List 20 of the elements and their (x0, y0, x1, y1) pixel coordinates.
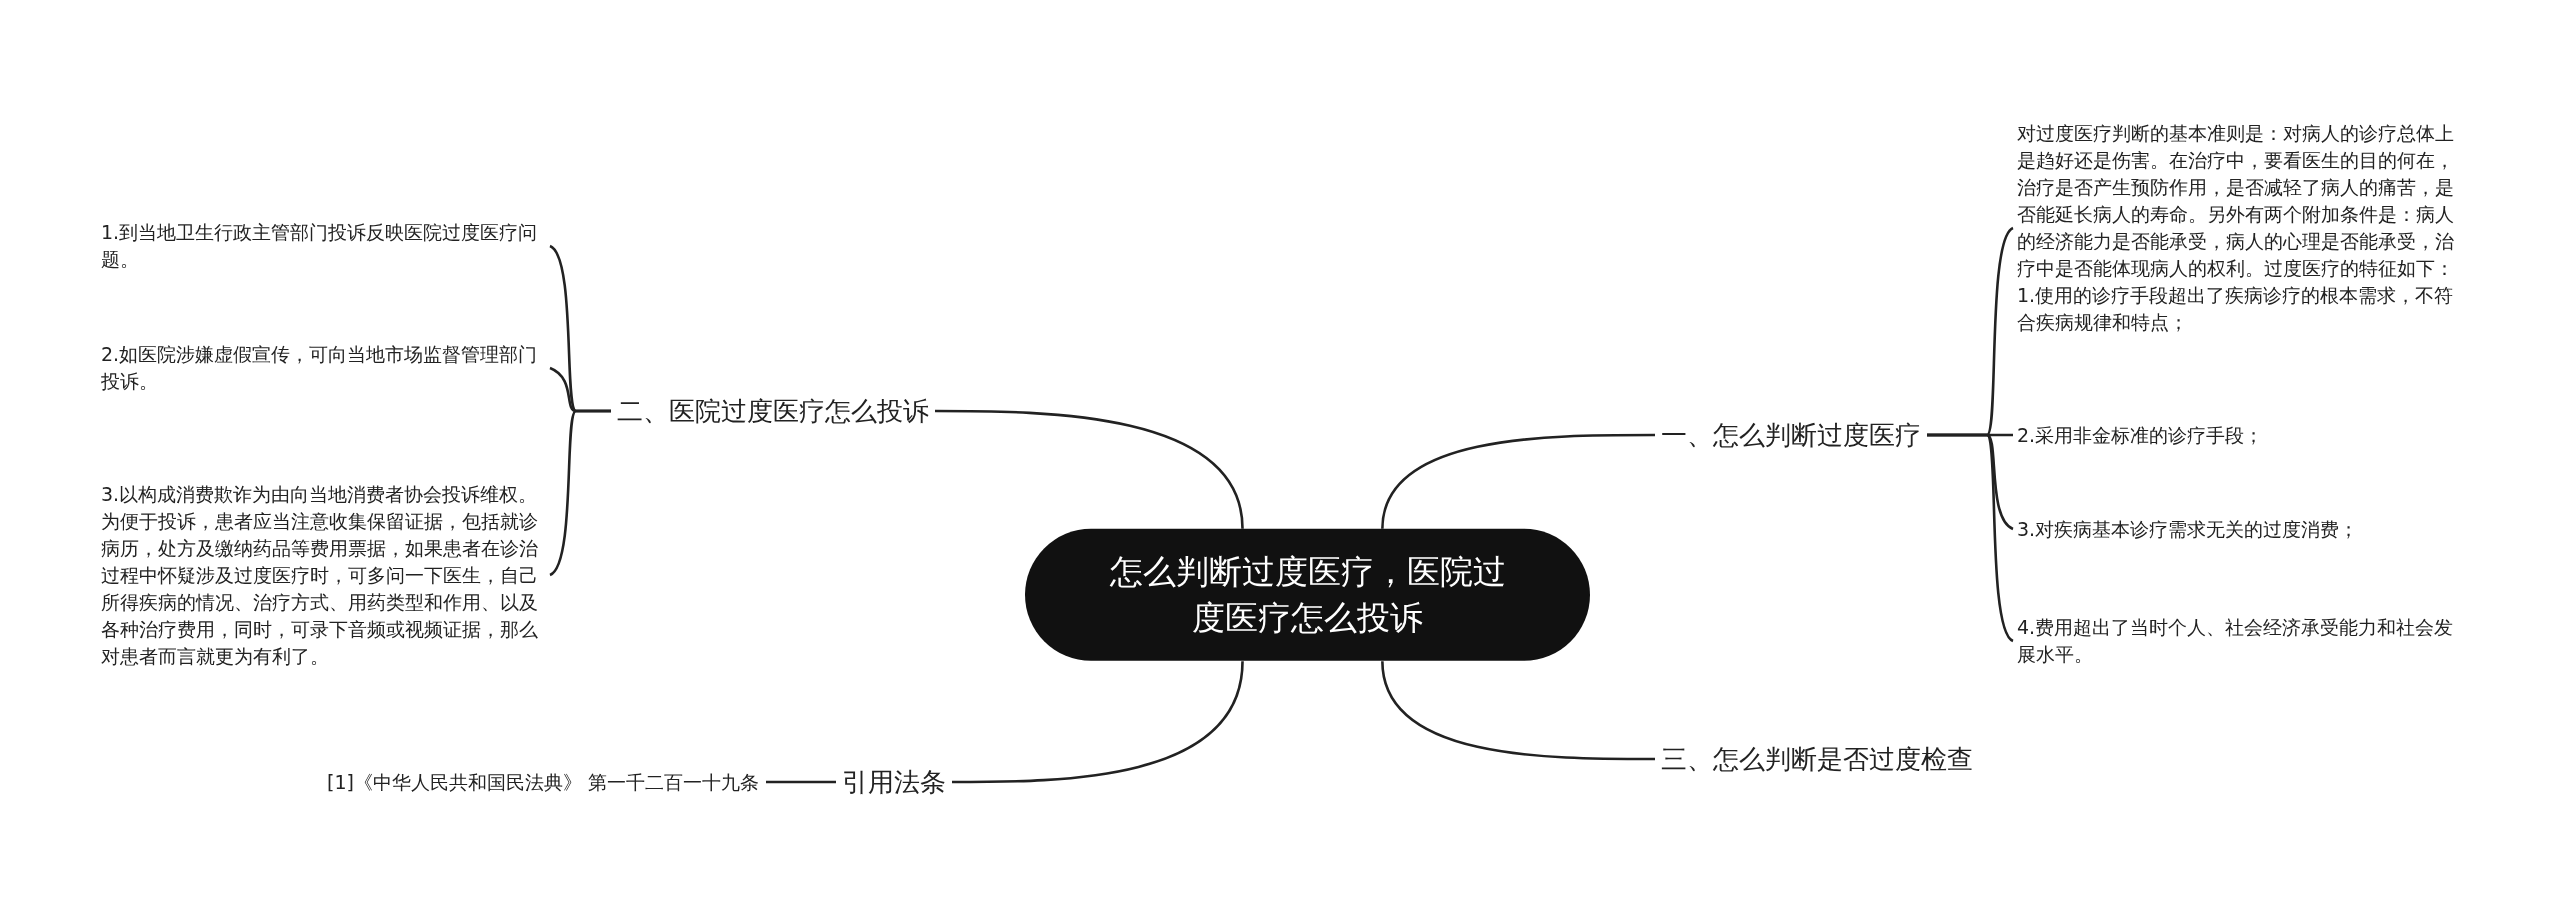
leaf-text: [1]《中华人民共和国民法典》 第一千二百一十九条 (327, 768, 762, 796)
leaf-text: 4.费用超出了当时个人、社会经济承受能力和社会发展水平。 (2017, 614, 2467, 668)
connector-line (1381, 433, 1655, 529)
central-topic: 怎么判断过度医疗，医院过度医疗怎么投诉 (1025, 528, 1590, 662)
leaf-text: 对过度医疗判断的基本准则是：对病人的诊疗总体上是趋好还是伤害。在治疗中，要看医生的目的何在，治疗是否产生预防作用，是否减轻了病人的痛苦，是否能延长病人的寿命。另外有两个附加条件是：病人的经济能力是否能承受，病人的心理是否能承受，治疗中是否能体现病人的权利。过度医疗的特征如下：1.使用的诊疗手段超出了疾病诊疗的根本需求，不符合疾病规律和特点； (2017, 120, 2467, 336)
branch-topic: 一、怎么判断过度医疗 (1655, 413, 1927, 457)
connector-line (766, 780, 836, 784)
branch-topic: 二、医院过度医疗怎么投诉 (611, 389, 935, 433)
leaf-text: 2.如医院涉嫌虚假宣传，可向当地市场监督管理部门投诉。 (101, 341, 546, 395)
connector-line (952, 661, 1244, 784)
leaf-text: 3.对疾病基本诊疗需求无关的过度消费； (2017, 515, 2467, 543)
leaf-text: 1.到当地卫生行政主管部门投诉反映医院过度医疗问题。 (101, 219, 546, 273)
connector-line (935, 409, 1244, 529)
branch-topic: 引用法条 (836, 760, 952, 804)
connector-line (1381, 661, 1655, 761)
connector-line (549, 409, 611, 576)
leaf-text: 3.以构成消费欺诈为由向当地消费者协会投诉维权。为便于投诉，患者应当注意收集保留证据，包括就诊病历，处方及缴纳药品等费用票据，如果患者在诊治过程中怀疑涉及过度医疗时，可多问一下医生，自己所得疾病的情况、治疗方式、用药类型和作用、以及各种治疗费用，同时，可录下音频或视频证据，那么对患者而言就更为有利了。 (101, 480, 546, 670)
leaf-text: 2.采用非金标准的诊疗手段； (2017, 421, 2467, 449)
connector-line (1927, 433, 2014, 642)
branch-topic: 三、怎么判断是否过度检查 (1655, 737, 1979, 781)
